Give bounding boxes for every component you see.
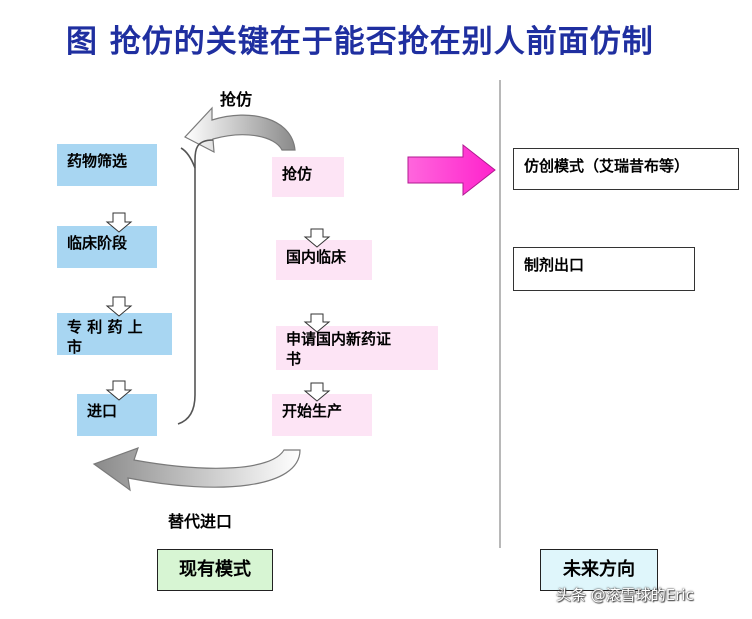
step-clinical-stage: 临床阶段: [57, 226, 157, 268]
future-formulation-export: 制剂出口: [513, 247, 695, 291]
down-arrow-3: [105, 380, 133, 401]
curved-arrow-bottom: [92, 447, 301, 492]
curved-arrow-top: [184, 106, 296, 154]
curly-brace: [177, 139, 214, 425]
page-title: 图 抢仿的关键在于能否抢在别人前面仿制: [66, 24, 654, 60]
magenta-arrow: [407, 143, 496, 197]
legend-future-direction: 未来方向: [540, 549, 658, 591]
step-apply-new-drug-cert: 申请国内新药证 书: [276, 326, 438, 370]
step-rush-generic: 抢仿: [272, 157, 344, 197]
legend-current-mode: 现有模式: [157, 549, 273, 591]
step-patent-drug-launch: 专 利 药 上 市: [57, 313, 172, 356]
down-arrow-6: [303, 382, 331, 402]
label-import-substitution: 替代进口: [168, 512, 233, 531]
future-innovative-generic: 仿创模式（艾瑞昔布等）: [513, 148, 739, 190]
label-rush-generic: 抢仿: [220, 90, 253, 109]
step-drug-screening: 药物筛选: [57, 144, 157, 186]
down-arrow-2: [105, 296, 133, 317]
watermark: 头条 @滚雪球的Eric: [556, 586, 694, 604]
step-start-production: 开始生产: [272, 394, 372, 436]
step-import: 进口: [77, 394, 157, 436]
down-arrow-5: [303, 313, 331, 333]
down-arrow-4: [303, 228, 331, 248]
down-arrow-1: [105, 212, 133, 233]
step-domestic-clinical: 国内临床: [276, 240, 372, 280]
vertical-divider: [499, 80, 501, 548]
